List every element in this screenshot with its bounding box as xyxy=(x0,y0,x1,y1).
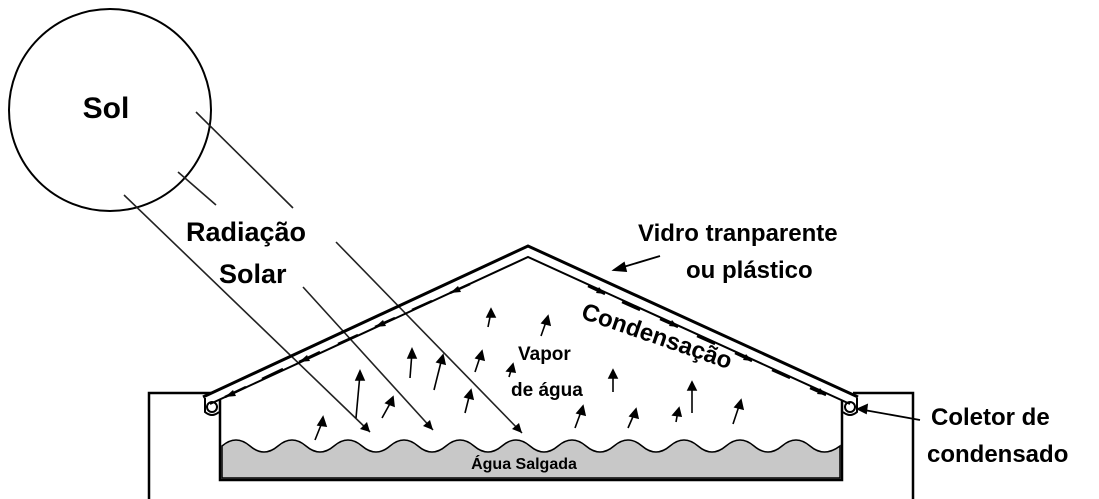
outer-box xyxy=(147,391,915,499)
ray-1 xyxy=(123,194,371,433)
vapor-label-line2: de água xyxy=(511,380,583,401)
radiation-label-line2: Solar xyxy=(219,259,287,289)
glass-pointer xyxy=(611,255,661,273)
ray-4 xyxy=(195,111,294,209)
sun-circle xyxy=(8,8,212,212)
sun-label: Sol xyxy=(83,92,130,125)
ray-5 xyxy=(335,241,523,434)
condensation-arrowheads xyxy=(225,286,826,397)
collector-right xyxy=(842,398,858,416)
ray-3 xyxy=(302,286,434,431)
salt-water xyxy=(221,439,841,479)
glass-label-line1: Vidro tranparente xyxy=(638,220,838,247)
collector-label-line1: Coletor de xyxy=(931,404,1050,431)
basin xyxy=(218,400,844,482)
vapor-arrows xyxy=(314,307,745,441)
condensation-label: Condensação xyxy=(578,298,736,375)
collector-left xyxy=(204,398,220,416)
salt-water-label: Água Salgada xyxy=(471,454,577,473)
ray-2 xyxy=(177,171,217,206)
vapor-label-line1: Vapor xyxy=(518,344,571,365)
glass-label-line2: ou plástico xyxy=(686,257,813,284)
collector-pointer xyxy=(855,403,921,421)
solar-rays xyxy=(123,111,523,434)
collector-label-line2: condensado xyxy=(927,441,1068,468)
ray-arrowheads xyxy=(360,420,522,433)
radiation-label-line1: Radiação xyxy=(186,217,306,247)
